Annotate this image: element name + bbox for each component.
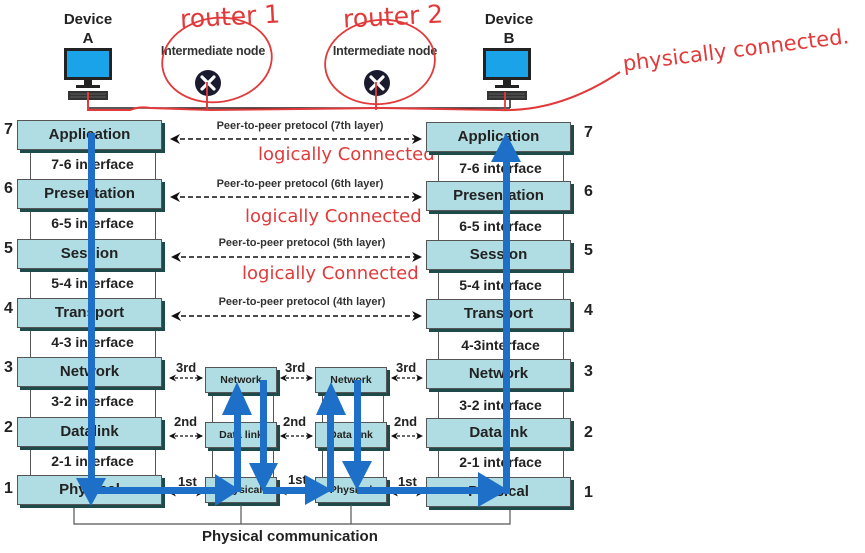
- flow-arrow-segment: [327, 400, 334, 492]
- device-a-label: Device A: [58, 10, 118, 48]
- intermediate-node-2-label: Intermediate node: [332, 44, 438, 58]
- layer-number: 5: [584, 242, 593, 259]
- physical-communication-label: Physical communication: [202, 528, 378, 545]
- layer-number: 4: [584, 302, 593, 319]
- layer-datalink: Datalink: [426, 418, 571, 448]
- layer-transport: Transport: [426, 299, 571, 329]
- flow-arrow-head: [76, 478, 106, 506]
- flow-arrow-segment: [357, 487, 487, 494]
- interface-label: 4-3interface: [461, 337, 540, 353]
- router-icon: [364, 70, 390, 96]
- intermediate-node-1-label: Intermediate node: [160, 44, 266, 58]
- layer-number: 7: [4, 121, 13, 138]
- flow-arrow-head: [305, 475, 332, 505]
- flow-arrow-segment: [354, 380, 361, 480]
- flow-arrow-head: [249, 463, 278, 492]
- flow-arrow-segment: [234, 400, 241, 492]
- logically-connected-annotation: logically Connected: [245, 206, 422, 227]
- flow-arrow-segment: [88, 133, 95, 483]
- interface-label: 6-5 interface: [459, 218, 542, 234]
- layer-number: 6: [584, 183, 593, 200]
- layer-number: 1: [584, 484, 593, 501]
- physical-communication-bracket: [73, 508, 511, 525]
- device-b-label-line2: B: [503, 30, 515, 47]
- layer-presentation: Presentation: [426, 181, 571, 211]
- layer-number: 2: [4, 419, 13, 436]
- flow-arrow-head: [478, 472, 508, 507]
- computer-icon: [483, 48, 531, 100]
- router-2-network: Network: [315, 367, 387, 393]
- flow-arrow-segment: [263, 487, 323, 494]
- flow-arrow-head: [222, 382, 252, 415]
- hop-label-network: 3rd: [396, 360, 417, 375]
- router-2-circle: [324, 18, 436, 106]
- hop-label-network: 3rd: [285, 360, 306, 375]
- layer-session: Session: [426, 240, 571, 270]
- layer-number: 5: [4, 240, 13, 257]
- peer-protocol-label: Peer-to-peer pretocol (5th layer): [218, 237, 386, 249]
- flow-arrow-segment: [503, 160, 510, 494]
- flow-arrow-head: [215, 474, 240, 506]
- logically-connected-annotation: logically Connected: [242, 263, 419, 284]
- hop-label-network: 3rd: [176, 360, 197, 375]
- device-a-label-line1: Device: [63, 11, 113, 28]
- hop-label-datalink: 2nd: [394, 414, 418, 429]
- device-b-label: Device B: [479, 10, 539, 48]
- flow-arrow-segment: [95, 487, 220, 494]
- layer-number: 3: [4, 359, 13, 376]
- layer-number: 6: [4, 180, 13, 197]
- router-1-circle: [161, 16, 273, 104]
- physically-connected-stroke: [87, 71, 621, 112]
- layer-number: 3: [584, 363, 593, 380]
- layer-number: 1: [4, 480, 13, 497]
- device-b-label-line1: Device: [484, 11, 534, 28]
- flow-arrow-head: [342, 461, 372, 490]
- flow-arrow-head: [491, 133, 521, 162]
- flow-arrow-head: [316, 382, 346, 415]
- logically-connected-annotation: logically Connected: [258, 144, 435, 165]
- interface-label: 2-1 interface: [459, 454, 542, 470]
- hop-label-datalink: 2nd: [283, 414, 307, 429]
- interface-label: 5-4 interface: [459, 277, 542, 293]
- hop-label-physical: 1st: [178, 474, 197, 489]
- hop-label-physical: 1st: [288, 472, 307, 487]
- flow-arrow-segment: [260, 380, 267, 480]
- layer-number: 2: [584, 424, 593, 441]
- router-icon: [195, 70, 221, 96]
- layer-number: 7: [584, 124, 593, 141]
- peer-protocol-label: Peer-to-peer pretocol (7th layer): [216, 120, 384, 132]
- peer-protocol-label: Peer-to-peer pretocol (6th layer): [216, 178, 384, 190]
- peer-protocol-label: Peer-to-peer pretocol (4th layer): [218, 296, 386, 308]
- hop-label-datalink: 2nd: [174, 414, 198, 429]
- device-a-label-line2: A: [82, 30, 94, 47]
- interface-label: 7-6 interface: [459, 160, 542, 176]
- layer-network: Network: [426, 359, 571, 389]
- interface-label: 3-2 interface: [459, 397, 542, 413]
- layer-application: Application: [426, 122, 571, 152]
- hop-label-physical: 1st: [398, 474, 417, 489]
- layer-number: 4: [4, 300, 13, 317]
